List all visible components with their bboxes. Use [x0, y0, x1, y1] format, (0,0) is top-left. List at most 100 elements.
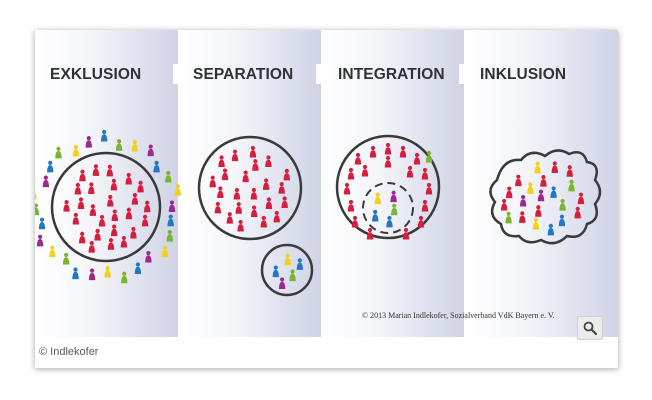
- person-figure: [79, 169, 86, 182]
- person-figure: [540, 174, 547, 187]
- person-figure: [283, 168, 291, 181]
- person-figure: [402, 227, 410, 240]
- person-figure: [47, 160, 54, 173]
- person-figure: [121, 271, 128, 284]
- person-figure: [547, 223, 555, 236]
- copyright-notice: © 2013 Marian Indlekofer, Sozialverband …: [362, 311, 555, 320]
- person-figure: [577, 192, 585, 205]
- person-figure: [278, 277, 286, 290]
- person-figure: [265, 155, 272, 168]
- person-figure: [559, 198, 566, 211]
- person-figure: [145, 250, 152, 263]
- person-figure: [273, 210, 280, 223]
- person-figure: [166, 229, 173, 242]
- person-figure: [226, 212, 233, 224]
- person-figure: [386, 215, 393, 228]
- group-circle: [197, 135, 303, 241]
- diagram-stage: EXKLUSION SEPARATION INTEGRATION INKLUSI…: [35, 30, 618, 337]
- person-figure: [425, 150, 433, 163]
- person-figure: [137, 180, 144, 193]
- person-figure: [265, 197, 273, 209]
- person-figure: [372, 209, 379, 222]
- person-figure: [413, 152, 421, 165]
- person-figure: [233, 187, 241, 200]
- person-figure: [94, 228, 101, 241]
- person-figure: [125, 207, 133, 220]
- person-figure: [421, 167, 429, 180]
- person-figure: [343, 182, 351, 195]
- person-figure: [551, 161, 558, 173]
- person-figure: [532, 218, 540, 230]
- person-figure: [421, 199, 429, 212]
- person-figure: [110, 224, 118, 237]
- person-figure: [260, 215, 267, 228]
- person-figure: [527, 182, 534, 194]
- person-figure: [214, 201, 222, 214]
- person-figure: [49, 245, 56, 258]
- person-figure: [167, 214, 174, 227]
- person-figure: [115, 139, 123, 151]
- panel-title-inklusion: INKLUSION: [480, 66, 567, 83]
- person-figure: [63, 200, 70, 212]
- person-figure: [242, 170, 249, 183]
- person-figure: [35, 203, 40, 216]
- person-figure: [519, 194, 527, 207]
- person-figure: [250, 205, 258, 218]
- person-figure: [72, 144, 80, 157]
- person-figure: [143, 200, 151, 213]
- person-figure: [515, 174, 522, 187]
- person-figure: [361, 164, 369, 177]
- person-figure: [574, 206, 581, 219]
- person-figure: [347, 167, 355, 180]
- person-figure: [272, 265, 279, 278]
- inclusion-blob: [489, 149, 602, 245]
- person-figure: [519, 211, 526, 223]
- person-figure: [107, 238, 115, 250]
- group-circle: [50, 151, 162, 263]
- panel-integration: INTEGRATION: [321, 30, 464, 337]
- person-figure: [107, 194, 114, 207]
- panel-title-separation: SEPARATION: [193, 66, 294, 83]
- person-figure: [106, 164, 114, 177]
- person-figure: [125, 172, 132, 185]
- person-figure: [500, 198, 508, 211]
- person-figure: [62, 252, 70, 265]
- diagram-figures: [35, 129, 602, 297]
- person-figure: [535, 205, 542, 217]
- zoom-button[interactable]: [577, 316, 603, 340]
- person-figure: [38, 217, 46, 230]
- person-figure: [72, 267, 79, 280]
- small-group-circle: [260, 243, 314, 297]
- person-figure: [399, 145, 407, 158]
- panel-title-exklusion: EXKLUSION: [50, 66, 142, 83]
- person-figure: [534, 161, 541, 174]
- person-figure: [217, 186, 224, 199]
- person-figure: [88, 268, 96, 281]
- person-figure: [88, 182, 95, 194]
- person-figure: [130, 226, 137, 239]
- person-figure: [111, 209, 118, 222]
- person-figure: [296, 258, 304, 270]
- person-figure: [237, 219, 244, 232]
- person-figure: [537, 189, 545, 202]
- person-figure: [92, 164, 100, 176]
- person-figure: [262, 178, 270, 190]
- chevron-arrow-3: [459, 64, 474, 84]
- integration-inner-circle: [362, 182, 414, 234]
- person-figure: [120, 235, 128, 248]
- group-circle: [335, 134, 441, 240]
- person-figure: [218, 155, 225, 168]
- person-figure: [235, 202, 242, 214]
- person-figure: [161, 245, 169, 258]
- person-figure: [505, 211, 512, 224]
- person-figure: [390, 190, 397, 203]
- person-figure: [506, 186, 513, 199]
- image-caption: © Indlekofer: [39, 346, 99, 358]
- person-figure: [36, 234, 44, 247]
- person-figure: [89, 204, 97, 216]
- person-figure: [55, 146, 62, 159]
- person-figure: [165, 170, 172, 183]
- person-figure: [374, 192, 381, 205]
- person-figure: [231, 149, 239, 162]
- person-figure: [77, 197, 85, 209]
